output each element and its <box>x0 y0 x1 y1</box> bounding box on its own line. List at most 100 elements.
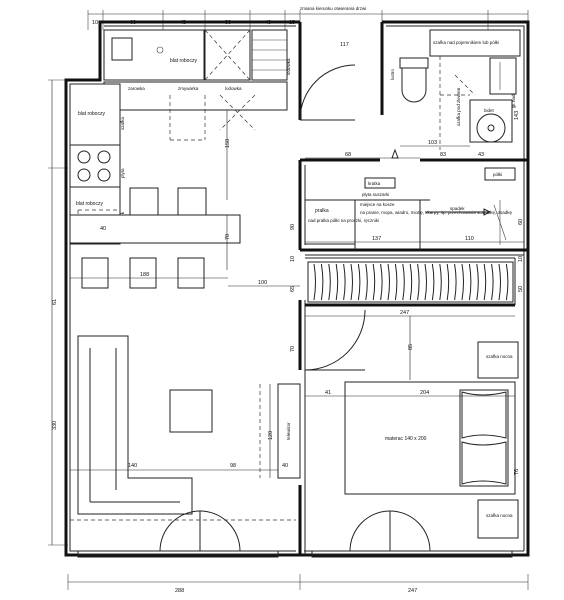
bed-headboard <box>459 389 509 487</box>
toilet-bowl <box>401 67 427 103</box>
laundry: pralka nad pralka półki na proszki, ręcz… <box>290 177 524 292</box>
hanger-line <box>372 263 376 301</box>
hanger-line <box>335 263 339 301</box>
hanger-line <box>350 263 353 301</box>
label-plyta: plyta <box>120 168 125 178</box>
pillow-1 <box>461 391 507 439</box>
label-pralka-note: nad pralka półki na proszki, ręczniki <box>308 218 379 223</box>
dim-mid-60: 60 <box>518 219 524 225</box>
door-change-note: zmiana kierunku otwierania drzwi <box>300 6 366 11</box>
label-polki: półki <box>493 172 502 177</box>
hanger-line <box>498 263 501 301</box>
dim-bed-76: 76 <box>514 469 520 475</box>
dim-living-120: 120 <box>268 431 274 440</box>
label-telewizor: telewizor <box>286 422 291 440</box>
chair-1 <box>129 187 159 216</box>
dim-bed-204: 204 <box>420 390 429 396</box>
label-bidet: bidet <box>484 108 495 113</box>
hanger-line <box>424 263 427 301</box>
dim-mid-110: 110 <box>465 236 474 242</box>
hanger-line <box>402 263 405 301</box>
bedroom: 247 85 szafka nocna szafka nocna materac… <box>304 309 520 552</box>
dim-living-98: 98 <box>230 463 236 469</box>
hanger-line <box>446 263 450 301</box>
label-szafka: szafka <box>120 116 125 130</box>
label-blat-left: blat roboczy <box>78 111 105 117</box>
vent-grille <box>364 177 396 189</box>
label-szafka-pod: szafka pod zlewem <box>456 87 461 126</box>
wardrobe <box>307 261 514 303</box>
cooktop <box>69 144 121 188</box>
pillow-2 <box>461 441 507 485</box>
kitchen: blat roboczy lodowka zarowka zmywarka lo… <box>69 29 300 289</box>
living-room: telewizor 140 98 40 120 70 <box>70 335 301 552</box>
dim-kitchen-70a: 70 <box>225 234 231 240</box>
coffee-table <box>169 389 213 433</box>
hanger-line <box>431 263 435 301</box>
bath-shelf <box>489 57 517 95</box>
dim-mid-65: 65 <box>290 286 296 292</box>
washing-machine <box>304 199 356 245</box>
dim-top-0: 10 <box>92 20 98 26</box>
label-szafka-nad: szafka nad pojemnikiem lub półki <box>433 40 499 45</box>
tall-cabinet <box>251 29 288 81</box>
hanger-line <box>483 263 487 301</box>
shelves <box>484 167 516 181</box>
dim-mid-50: 50 <box>518 286 524 292</box>
label-materac: materac 140 x 200 <box>385 436 427 442</box>
dim-mid-10a: 10 <box>290 256 296 262</box>
hanger-line <box>461 263 464 301</box>
dim-mid-137: 137 <box>372 236 381 242</box>
label-plyta-suszarka: płyta suszarki <box>362 192 389 197</box>
hanger-line <box>328 263 331 301</box>
nightstand-bottom <box>477 499 519 539</box>
label-lodowka: lodowka <box>225 86 242 91</box>
dim-top-6: 117 <box>340 42 349 48</box>
label-wc: gł. nad wc <box>511 87 516 108</box>
dim-left-1: 330 <box>52 421 58 430</box>
dim-bath-68: 68 <box>345 152 351 158</box>
dim-living-40: 40 <box>282 463 288 469</box>
dim-living-70: 70 <box>290 346 296 352</box>
dim-bed-85: 85 <box>408 344 414 350</box>
tv-unit <box>277 383 301 479</box>
hanger-line <box>320 263 324 301</box>
windows-bottom <box>77 550 513 558</box>
dim-bath-83: 83 <box>440 152 446 158</box>
sofa <box>77 335 193 515</box>
dim-bath-103: 103 <box>428 140 437 146</box>
label-zarowka: zarowka <box>128 86 145 91</box>
hanger-line <box>313 263 316 301</box>
label-blat-top: blat roboczy <box>170 58 197 64</box>
label-spadek: spadek <box>450 206 465 211</box>
hanger-line <box>380 263 383 301</box>
label-lustro: lustro <box>390 68 395 80</box>
bottom-dimension-chain: 288 247 <box>67 574 529 594</box>
hanger-line <box>468 263 472 301</box>
dim-bottom-0: 288 <box>175 588 184 594</box>
dim-bed-41: 41 <box>325 390 331 396</box>
hanger-line <box>409 263 413 301</box>
dim-kitchen-40: 40 <box>100 226 106 232</box>
dim-mid-90: 90 <box>290 224 296 230</box>
hanger-line <box>454 263 457 301</box>
label-lodowka-top: lodowka <box>286 58 291 75</box>
chair-3 <box>81 257 109 289</box>
kitchen-island <box>69 214 241 244</box>
hanger-line <box>387 263 390 301</box>
hanger-line <box>394 263 398 301</box>
toilet-tank <box>399 57 429 69</box>
label-nightstand-top: szafka nocna <box>486 354 513 359</box>
chair-2 <box>177 187 207 216</box>
chair-4 <box>129 257 157 289</box>
hanger-line <box>505 263 509 301</box>
hanger-line <box>439 263 442 301</box>
label-pralka: pralka <box>315 208 329 214</box>
label-zmywarka: zmywarka <box>178 86 199 91</box>
dim-kitchen-150: 150 <box>225 139 231 148</box>
hanger-line <box>365 263 368 301</box>
hanger-line <box>343 263 346 301</box>
dim-bottom-1: 247 <box>408 588 417 594</box>
sink-top <box>111 37 133 61</box>
hanger-line <box>491 263 494 301</box>
